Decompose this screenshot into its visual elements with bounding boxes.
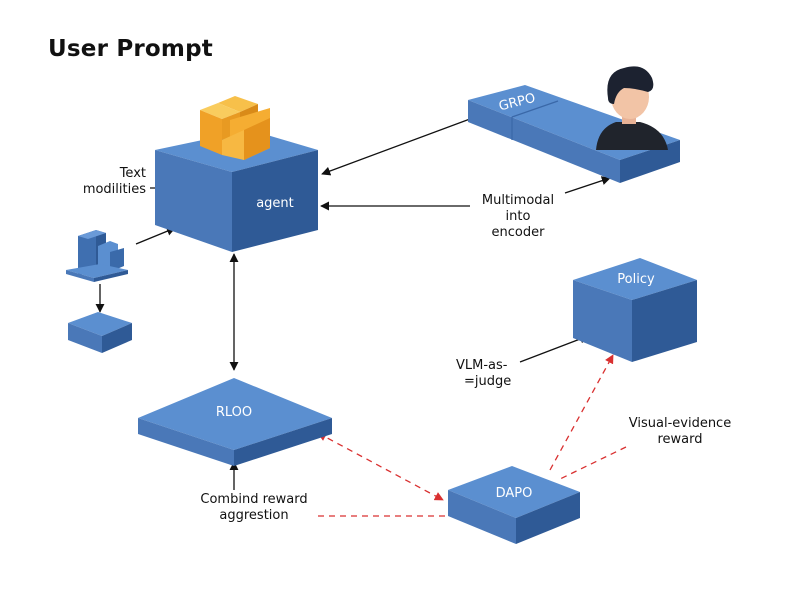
arrow-agent-grpo xyxy=(321,114,479,176)
agent-label: agent xyxy=(256,196,294,211)
text-modalities-line2: modilities xyxy=(82,182,146,197)
combined-reward-line1: Combind reward xyxy=(200,492,308,507)
combined-reward-label: Combind reward aggrestion xyxy=(186,492,322,524)
visual-evidence-line1: Visual-evidence xyxy=(628,416,732,431)
combined-reward-line2: aggrestion xyxy=(219,508,289,523)
multimodal-line1: Multimodal xyxy=(481,193,555,208)
vlm-judge-line2: =judge xyxy=(464,374,512,389)
rloo-label: RLOO xyxy=(216,405,252,420)
multimodal-line2: into xyxy=(505,209,531,224)
policy-label: Policy xyxy=(617,272,655,287)
rloo-node[interactable]: RLOO xyxy=(138,378,332,466)
small-box-node xyxy=(68,312,132,353)
text-modalities-label: Text modilities xyxy=(58,166,146,198)
dapo-node[interactable]: DAPO xyxy=(448,466,580,544)
vlm-judge-line1: VLM-as- xyxy=(456,358,508,373)
red-line-visual-dapo xyxy=(557,446,627,481)
dapo-label: DAPO xyxy=(496,486,533,501)
red-arrow-dapo-policy xyxy=(549,354,614,471)
page-title: User Prompt xyxy=(48,36,213,62)
arrow-vlm-policy xyxy=(519,334,589,363)
orange-blocks-icon xyxy=(200,96,270,160)
user-avatar-icon xyxy=(596,66,668,150)
multimodal-label: Multimodal into encoder xyxy=(466,193,570,241)
arrow-multimodal-avatar xyxy=(564,176,611,194)
document-stack-icon xyxy=(66,230,128,282)
vlm-judge-label: VLM-as- =judge xyxy=(456,358,536,390)
red-arrow-rloo-dapo xyxy=(317,432,444,501)
text-modalities-line1: Text xyxy=(119,166,146,181)
policy-node[interactable]: Policy xyxy=(573,258,697,362)
arrow-doc-agent xyxy=(135,226,176,245)
multimodal-line3: encoder xyxy=(491,225,545,240)
visual-evidence-label: Visual-evidence reward xyxy=(616,416,744,448)
visual-evidence-line2: reward xyxy=(657,432,703,447)
